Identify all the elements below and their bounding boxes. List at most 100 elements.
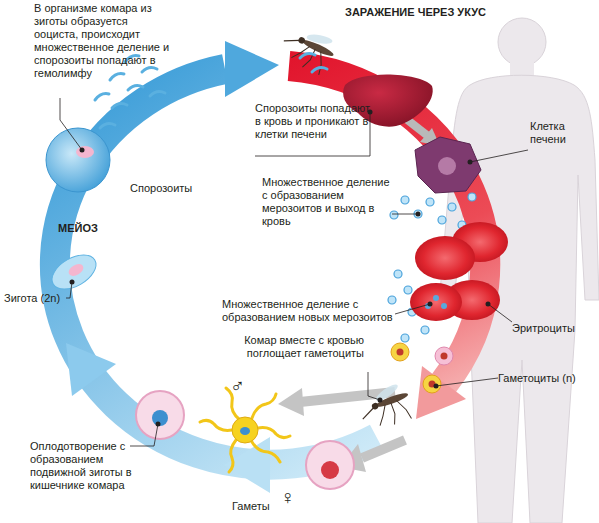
gametocyte-nucleus bbox=[397, 349, 404, 356]
leader-dot bbox=[486, 302, 491, 307]
mosquito-leg bbox=[302, 47, 315, 69]
leader-line bbox=[60, 98, 82, 150]
merozoite bbox=[433, 295, 439, 301]
merozoites bbox=[388, 193, 476, 342]
callout-text: Гаметоциты (n) bbox=[498, 372, 598, 385]
liver-cell bbox=[415, 137, 481, 193]
cell-nucleus bbox=[240, 427, 250, 435]
mosquito-proboscis bbox=[284, 35, 300, 47]
callout-text: Клетка печени bbox=[530, 120, 596, 146]
flagellum bbox=[252, 394, 276, 418]
merozoite bbox=[390, 211, 398, 219]
female-gamete bbox=[306, 441, 354, 489]
mosquito bbox=[277, 19, 340, 77]
zygote bbox=[46, 248, 102, 296]
gray-arrow bbox=[362, 440, 405, 458]
gametocytes bbox=[391, 343, 453, 393]
section-heading: ЗАРАЖЕНИЕ ЧЕРЕЗ УКУС bbox=[345, 6, 515, 19]
note-text: В организме комара из зиготы образуется … bbox=[34, 2, 174, 80]
male-gamete-flagella bbox=[200, 388, 290, 472]
sporozoite bbox=[110, 74, 124, 80]
leader-line bbox=[436, 378, 498, 386]
callout-text: Комар вместе с кровью поглощает гаметоци… bbox=[240, 334, 364, 360]
erythrocyte bbox=[415, 236, 475, 280]
leader-dot bbox=[378, 398, 383, 403]
flagellum bbox=[258, 428, 290, 438]
arrow-head bbox=[224, 437, 270, 493]
stage-label: Спорозоиты bbox=[130, 182, 220, 195]
callout-text: Спорозоиты попадают в кровь и проникают … bbox=[255, 102, 377, 141]
arrow-head bbox=[66, 343, 116, 396]
sporozoite bbox=[150, 92, 165, 96]
gametocyte bbox=[435, 347, 453, 365]
leader-lines bbox=[60, 98, 528, 446]
merozoite bbox=[426, 198, 434, 206]
mosquito-leg bbox=[291, 41, 309, 62]
merozoite bbox=[438, 216, 446, 224]
leader-line bbox=[368, 372, 380, 400]
leader-line bbox=[66, 282, 72, 298]
merozoite bbox=[468, 193, 476, 201]
cell-nucleus bbox=[438, 157, 456, 175]
sporozoite bbox=[312, 68, 327, 72]
fertilized-cell bbox=[136, 391, 184, 439]
mosquito-leg bbox=[374, 405, 391, 426]
erythrocyte bbox=[410, 283, 462, 321]
mosquito-proboscis bbox=[360, 408, 376, 419]
leader-dot bbox=[70, 280, 75, 285]
process-label: МЕЙОЗ bbox=[58, 222, 128, 235]
mosquito-leg bbox=[396, 398, 411, 421]
leader-dot bbox=[80, 148, 85, 153]
leader-line bbox=[488, 304, 512, 322]
erythrocytes bbox=[410, 222, 508, 321]
oocyst bbox=[46, 128, 110, 192]
cell-nucleus bbox=[321, 461, 339, 479]
callout-text: Оплодотворение с образованием подвижной … bbox=[30, 440, 160, 492]
merozoite bbox=[421, 326, 429, 334]
sporozoite bbox=[112, 104, 127, 108]
merozoite bbox=[441, 303, 447, 309]
leader-line bbox=[130, 424, 158, 446]
sporozoite bbox=[95, 94, 109, 100]
gametocyte bbox=[423, 375, 441, 393]
mosquito-stage-arrow bbox=[55, 69, 377, 465]
zygote-nucleus bbox=[67, 262, 86, 279]
sex-symbol: ♂ bbox=[230, 374, 254, 398]
callout-text: Множественное деление с образованием нов… bbox=[222, 298, 394, 324]
leader-dots bbox=[70, 110, 491, 427]
sporozoite bbox=[100, 124, 115, 128]
oocyst-nucleus bbox=[76, 146, 94, 158]
merozoite bbox=[404, 286, 412, 294]
mosquito bbox=[355, 379, 417, 434]
leader-dot bbox=[434, 384, 439, 389]
mosquito-leg bbox=[387, 403, 398, 425]
flagellum bbox=[252, 442, 280, 462]
arrow-head bbox=[416, 366, 466, 419]
mosquito-wing bbox=[306, 33, 333, 45]
flagellum bbox=[200, 420, 232, 430]
callout-text: Множественное деление с образованием мер… bbox=[262, 176, 394, 228]
callout-text: Эритроциты bbox=[512, 322, 598, 335]
leader-line bbox=[470, 150, 528, 162]
leader-dot bbox=[156, 422, 161, 427]
leader-line bbox=[395, 304, 430, 314]
sporozoite bbox=[128, 86, 143, 90]
leader-dot bbox=[468, 160, 473, 165]
leader-dot bbox=[416, 212, 421, 217]
arrow-head bbox=[225, 41, 279, 97]
cell-nucleus bbox=[152, 410, 168, 426]
merozoite bbox=[448, 203, 456, 211]
flagellum bbox=[229, 440, 236, 472]
arrow-head bbox=[278, 388, 304, 416]
stage-label: Зигота (2n) bbox=[4, 292, 74, 305]
sex-symbol: ♀ bbox=[280, 486, 304, 510]
sporozoite bbox=[142, 68, 157, 72]
human-head bbox=[498, 18, 546, 66]
leader-line bbox=[392, 214, 418, 215]
male-gamete bbox=[232, 417, 258, 443]
merozoite bbox=[388, 296, 396, 304]
gametocyte bbox=[391, 343, 409, 361]
merozoite bbox=[394, 270, 402, 278]
